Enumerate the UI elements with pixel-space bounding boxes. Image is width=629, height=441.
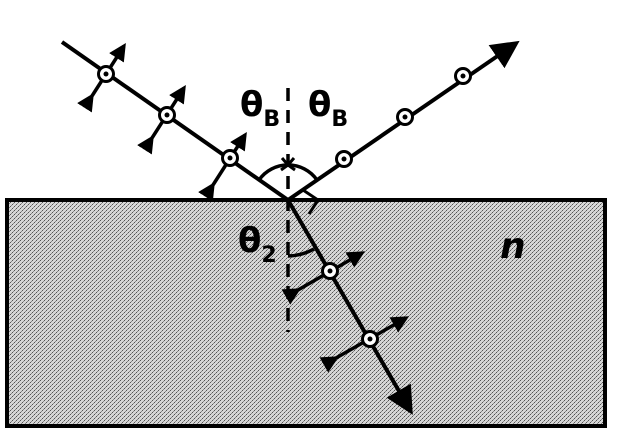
incident-polarization-3 (198, 132, 247, 202)
incident-polarization-1 (77, 43, 126, 113)
theta-b-left-label: θB (240, 85, 280, 132)
refracted-polarization-2 (319, 316, 410, 373)
theta-2-label: θ2 (238, 221, 277, 268)
reflected-polarization-3 (454, 67, 472, 85)
refracted-ray (286, 198, 413, 415)
incident-polarization-2 (137, 85, 186, 155)
theta-b-right-label: θB (308, 85, 348, 132)
medium-block (5, 198, 607, 428)
reflected-polarization-1 (335, 150, 353, 168)
refracted-polarization-1 (281, 251, 366, 305)
right-angle-marker (302, 188, 321, 215)
medium-index-label: n (500, 226, 526, 267)
reflected-polarization-2 (396, 108, 414, 126)
